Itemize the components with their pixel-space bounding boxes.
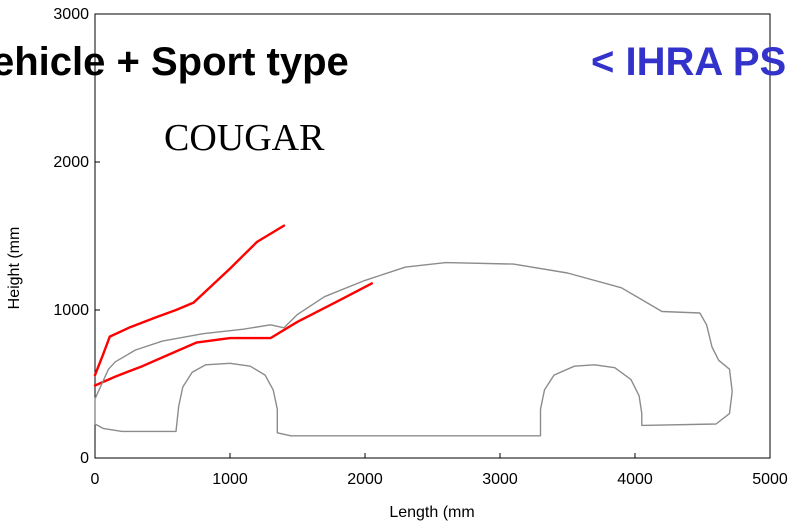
x-tick-label: 1000	[212, 471, 248, 488]
x-tick-label: 5000	[752, 471, 788, 488]
y-tick-label: 2000	[53, 154, 89, 171]
y-axis-title: Height (mm	[6, 227, 23, 310]
x-tick-marks	[94, 453, 771, 458]
x-tick-labels: 0 1000 2000 3000 4000 5000	[91, 471, 788, 488]
x-axis-title: Length (mm	[389, 504, 474, 521]
x-tick-label: 4000	[617, 471, 653, 488]
plot-frame	[94, 13, 771, 459]
x-tick-label: 0	[91, 471, 100, 488]
page-heading: ehicle + Sport type	[0, 40, 349, 84]
y-tick-marks	[95, 13, 100, 459]
ihra-heading: < IHRA PS	[591, 40, 787, 84]
y-tick-label: 0	[80, 450, 89, 467]
test-line	[93, 224, 286, 377]
y-tick-label: 1000	[53, 302, 89, 319]
y-tick-labels: 0 1000 2000 3000	[53, 6, 89, 467]
vehicle-outline	[94, 261, 733, 437]
test-line	[93, 282, 373, 387]
series-layer	[93, 224, 733, 437]
vehicle-model-label: COUGAR	[164, 117, 325, 159]
x-tick-label: 2000	[347, 471, 383, 488]
x-tick-label: 3000	[482, 471, 518, 488]
y-tick-label: 3000	[53, 6, 89, 23]
